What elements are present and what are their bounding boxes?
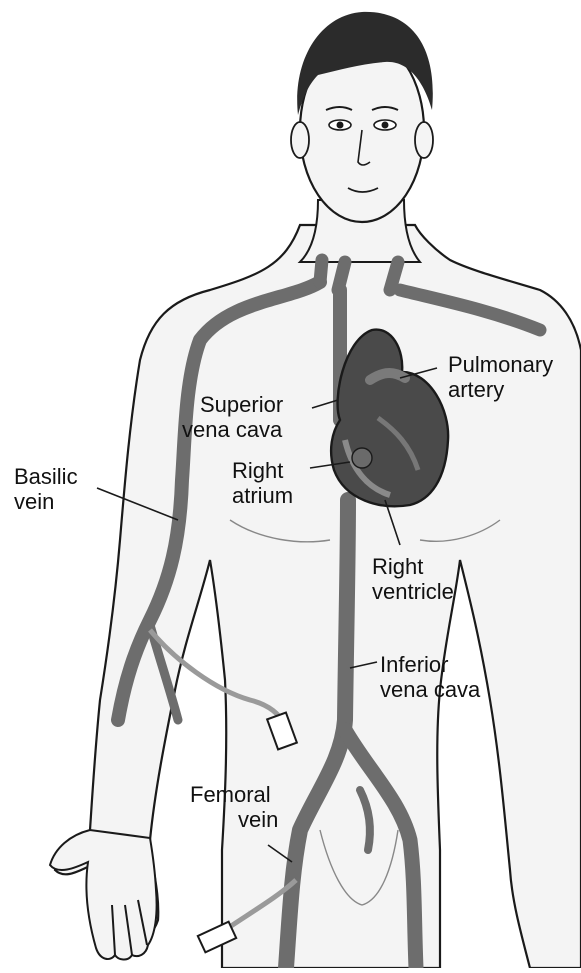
basilic-vein-label: Basilic vein	[14, 464, 78, 514]
hand	[50, 830, 157, 960]
right-ventricle-label: Right ventricle	[372, 554, 454, 604]
right-ear	[415, 122, 433, 158]
femoral-vein-label: Femoral vein	[190, 782, 278, 832]
left-ear	[291, 122, 309, 158]
right-atrium-label: Right atrium	[232, 458, 293, 508]
pulmonary-artery-label: Pulmonary artery	[448, 352, 553, 402]
head	[291, 12, 433, 222]
superior-vena-cava-label: Superior vena cava	[200, 392, 283, 442]
inferior-vena-cava-label: Inferior vena cava	[380, 652, 480, 702]
